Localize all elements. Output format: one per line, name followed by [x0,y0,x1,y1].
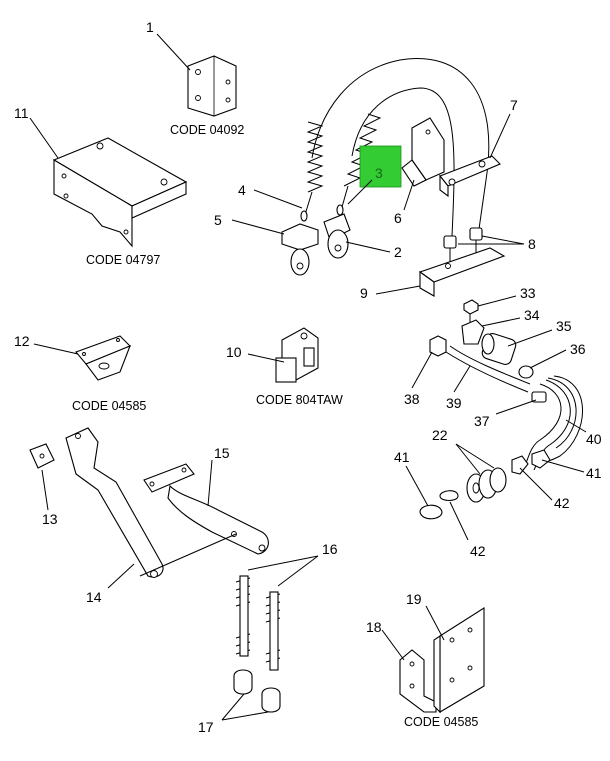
part-9-bracket [418,247,506,297]
callout-40: 40 [586,431,602,447]
airline-assembly [419,299,583,520]
part-12-bracket [75,335,131,381]
callout-18: 18 [366,619,382,635]
callout-5: 5 [214,212,222,228]
part-13-plate [29,443,55,469]
code-label-19: CODE 04585 [404,715,478,729]
code-label-10: CODE 804TAW [256,393,343,407]
part-6-bracket [401,117,445,187]
callout-35: 35 [556,318,572,334]
callout-12: 12 [14,333,30,349]
callout-42b: 42 [470,543,486,559]
callout-42a: 42 [554,495,570,511]
spring-left [306,121,324,193]
callout-16: 16 [322,541,338,557]
callout-2: 2 [394,244,402,260]
callout-38: 38 [404,391,420,407]
callout-7: 7 [510,97,518,113]
part-11-bracket [52,137,188,248]
callout-9: 9 [360,285,368,301]
callout-33: 33 [520,285,536,301]
callout-37: 37 [474,413,490,429]
callout-1: 1 [146,19,154,35]
callout-6: 6 [394,210,402,226]
part-8-fittings [443,227,483,262]
callout-3-highlight[interactable] [359,145,402,188]
callout-13: 13 [42,511,58,527]
callout-4: 4 [238,182,246,198]
part-1-bracket [187,55,237,117]
part-16-springs [235,575,281,671]
callout-15: 15 [214,445,230,461]
code-label-12: CODE 04585 [72,399,146,413]
spring-right [343,113,382,187]
part-18-bracket [399,649,437,713]
callout-11: 11 [14,105,29,121]
part-17-clips [233,669,281,713]
callout-10: 10 [226,344,242,360]
callout-3: 3 [375,165,383,181]
cable-assembly [281,58,506,297]
callout-39: 39 [446,395,462,411]
callout-17: 17 [198,719,214,735]
callout-8: 8 [528,236,536,252]
part-15-link [143,463,269,555]
callout-41b: 41 [586,465,602,481]
part-10-clip [275,327,319,383]
callout-41a: 41 [394,449,410,465]
part-14-arm [65,427,164,578]
part-5-lever [281,210,319,276]
part-19-plate [433,606,485,714]
callout-14: 14 [86,589,102,605]
code-label-11: CODE 04797 [86,253,160,267]
callout-34: 34 [524,307,540,323]
part-2-lever [323,204,351,259]
code-label-1: CODE 04092 [170,123,244,137]
part-7-bracket [439,155,501,198]
callout-22: 22 [432,427,448,443]
callout-36: 36 [570,341,586,357]
callout-19: 19 [406,591,422,607]
